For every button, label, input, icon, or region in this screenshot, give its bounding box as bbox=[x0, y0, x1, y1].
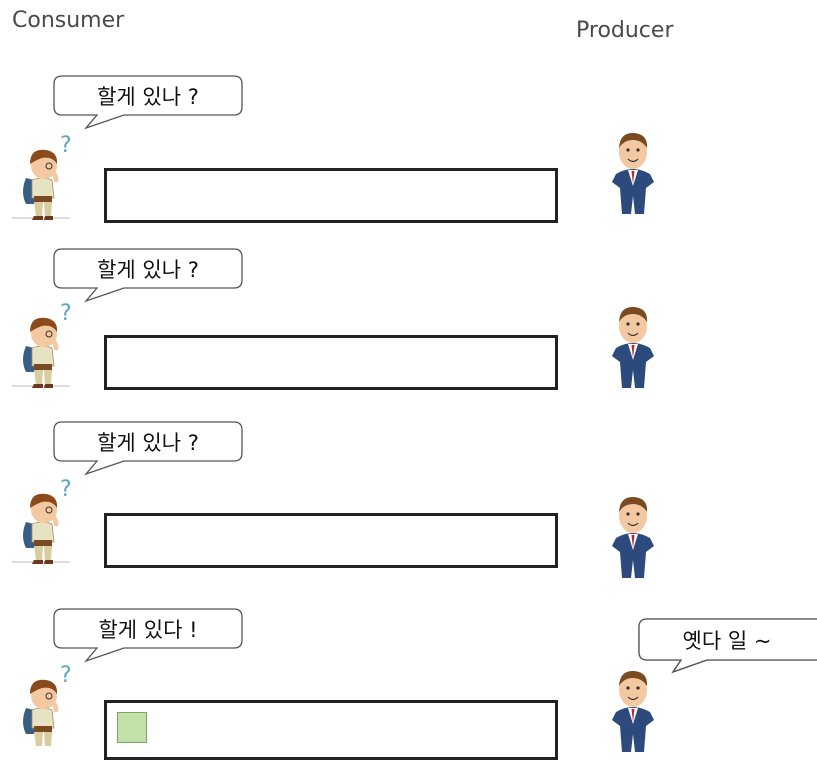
question-mark-icon: ? bbox=[60, 301, 72, 326]
producer-figure bbox=[606, 300, 660, 390]
consumer-speech-bubble: 할게 있다 ! bbox=[52, 608, 244, 664]
businessman-icon bbox=[612, 496, 654, 578]
producer-speech-text: 옛다 일 ~ bbox=[682, 629, 772, 653]
consumer-speech-text: 할게 있다 ! bbox=[98, 618, 198, 642]
thinking-boy-icon: ? bbox=[23, 663, 72, 746]
producer-speech-bubble: 옛다 일 ~ bbox=[637, 618, 817, 674]
consumer-speech-bubble: 할게 있나 ? bbox=[52, 421, 244, 477]
consumer-figure: ? bbox=[12, 298, 72, 390]
consumer-speech-text: 할게 있나 ? bbox=[97, 85, 199, 109]
queue-item bbox=[117, 712, 147, 743]
queue-box bbox=[104, 700, 558, 760]
consumer-figure: ? bbox=[12, 474, 72, 566]
consumer-figure: ? bbox=[12, 130, 72, 222]
producer-figure bbox=[606, 664, 660, 754]
consumer-figure: ? bbox=[12, 660, 72, 752]
businessman-icon bbox=[612, 670, 654, 752]
queue-box bbox=[104, 335, 558, 390]
consumer-header: Consumer bbox=[12, 8, 125, 33]
businessman-icon bbox=[612, 306, 654, 388]
thinking-boy-icon: ? bbox=[12, 301, 72, 388]
queue-box bbox=[104, 513, 558, 568]
producer-figure bbox=[606, 490, 660, 580]
question-mark-icon: ? bbox=[60, 663, 72, 688]
producer-figure bbox=[606, 126, 660, 216]
consumer-speech-bubble: 할게 있나 ? bbox=[52, 75, 244, 131]
businessman-icon bbox=[612, 132, 654, 214]
question-mark-icon: ? bbox=[60, 477, 72, 502]
question-mark-icon: ? bbox=[60, 133, 72, 158]
thinking-boy-icon: ? bbox=[12, 477, 72, 564]
queue-box bbox=[104, 168, 558, 223]
thinking-boy-icon: ? bbox=[12, 133, 72, 220]
consumer-speech-text: 할게 있나 ? bbox=[97, 258, 199, 282]
producer-header: Producer bbox=[576, 18, 674, 43]
consumer-speech-bubble: 할게 있나 ? bbox=[52, 248, 244, 304]
consumer-speech-text: 할게 있나 ? bbox=[97, 431, 199, 455]
